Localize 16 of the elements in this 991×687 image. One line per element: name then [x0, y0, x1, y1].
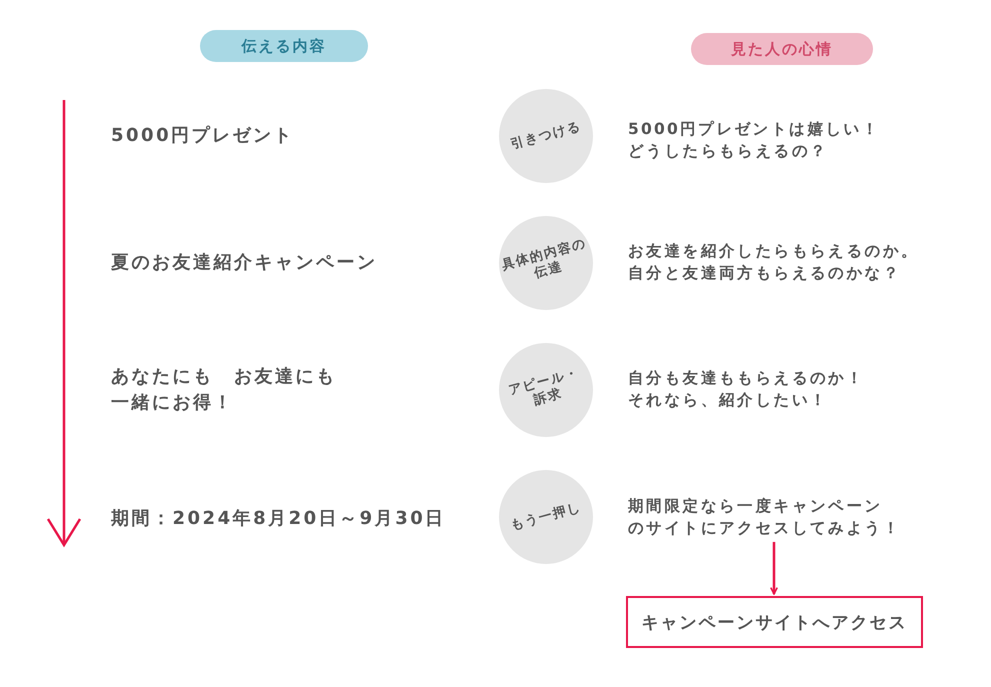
stage-label: 引きつける: [508, 118, 584, 154]
column-header: 見た人の心情: [691, 33, 873, 65]
message-text: 期間：2024年8月20日～9月30日: [111, 507, 446, 531]
reaction-text: 5000円プレゼントは嬉しい！どうしたらもらえるの？: [628, 119, 880, 162]
message-text: 5000円プレゼント: [111, 124, 294, 148]
column-header: 伝える内容: [200, 30, 368, 62]
arrow: [770, 542, 778, 595]
action-box: キャンペーンサイトへアクセス: [626, 596, 923, 648]
stage-label: 具体的内容の伝達: [500, 236, 589, 284]
reaction-text: 自分も友達ももらえるのか！それなら、紹介したい！: [628, 368, 865, 412]
reaction-text: 期間限定なら一度キャンペーンのサイトにアクセスしてみよう！: [628, 495, 901, 540]
message-text: あなたにも お友達にも一緒にお得！: [111, 365, 336, 416]
reaction-text: お友達を紹介したらもらえるのか。自分と友達両方もらえるのかな？: [628, 241, 920, 284]
message-text: 夏のお友達紹介キャンペーン: [111, 251, 378, 275]
stage-label: もう一押し: [508, 500, 584, 534]
stage-label: アピール・訴求: [506, 364, 582, 410]
